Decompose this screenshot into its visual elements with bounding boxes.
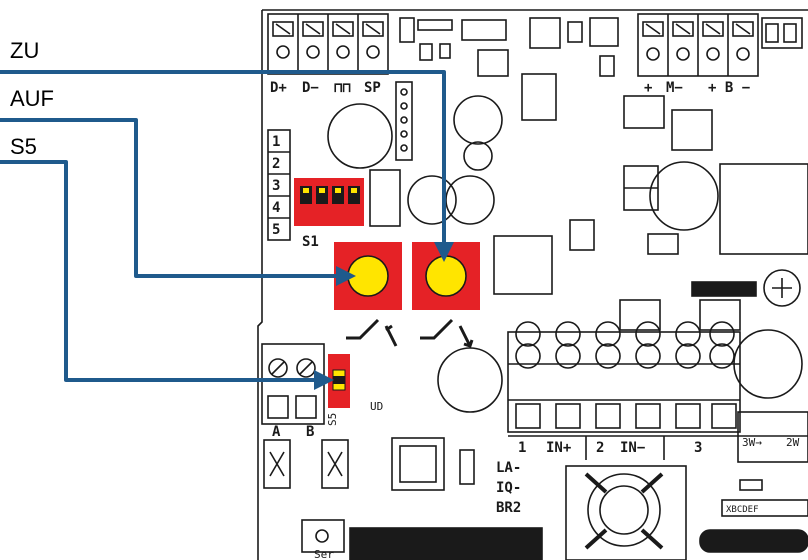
- button-zu[interactable]: [412, 242, 480, 310]
- board-left-edge: [257, 10, 263, 560]
- label-auf: AUF: [10, 86, 54, 111]
- label-s5-board: S5: [326, 413, 339, 426]
- wire-zu: [0, 70, 454, 262]
- label-b: + B −: [708, 80, 750, 96]
- label-2w: 2W: [786, 436, 800, 449]
- label-3w: 3W→: [742, 436, 762, 449]
- potentiometer-left: [327, 103, 393, 169]
- dip-number-3: 3: [272, 178, 280, 194]
- label-jumpers: XBCDEF: [726, 505, 759, 515]
- microcontroller: [391, 437, 445, 491]
- dip-number-1: 1: [272, 134, 280, 150]
- label-b-terminal: B: [306, 424, 314, 440]
- relay-block: [719, 163, 808, 255]
- label-zu: ZU: [10, 38, 40, 63]
- label-in1: 1: [518, 440, 526, 456]
- terminal-block-ab: [261, 343, 325, 425]
- label-a: A: [272, 424, 281, 440]
- label-s1: S1: [302, 234, 319, 250]
- dip-number-4: 4: [272, 200, 280, 216]
- label-ser: Ser: [314, 548, 334, 560]
- screw-terminal-row: [272, 21, 384, 59]
- label-pulse: ⊓⊓: [334, 80, 351, 96]
- label-ud: UD: [370, 400, 383, 413]
- pushbutton-round: [587, 473, 661, 547]
- wire-auf: [0, 118, 356, 286]
- label-in2: 2: [596, 440, 604, 456]
- ic-large: [493, 235, 553, 295]
- voltage-regulator: [521, 73, 557, 121]
- ic-left: [369, 169, 401, 227]
- input-terminal-block: [507, 321, 741, 433]
- label-br2: BR2: [496, 500, 521, 516]
- label-d-minus: D−: [302, 80, 319, 96]
- wire-s5: [0, 160, 334, 390]
- connector-bottom: [349, 527, 543, 560]
- dip-number-2: 2: [272, 156, 280, 172]
- switch-s5[interactable]: [328, 354, 350, 408]
- switch-symbols: [346, 318, 474, 348]
- label-sp: SP: [364, 80, 381, 96]
- label-in3: 3: [694, 440, 702, 456]
- label-s5: S5: [10, 134, 37, 159]
- label-in2-minus: IN−: [620, 440, 645, 456]
- label-iq: IQ-: [496, 480, 521, 496]
- label-d-plus: D+: [270, 80, 287, 96]
- label-in1-plus: IN+: [546, 440, 571, 456]
- label-la: LA-: [496, 460, 521, 476]
- chip-small: [477, 49, 509, 77]
- label-m-minus: M−: [666, 80, 683, 96]
- dip-number-5: 5: [272, 222, 280, 238]
- label-plus: +: [644, 80, 652, 96]
- dip-switch-s1[interactable]: [294, 178, 364, 226]
